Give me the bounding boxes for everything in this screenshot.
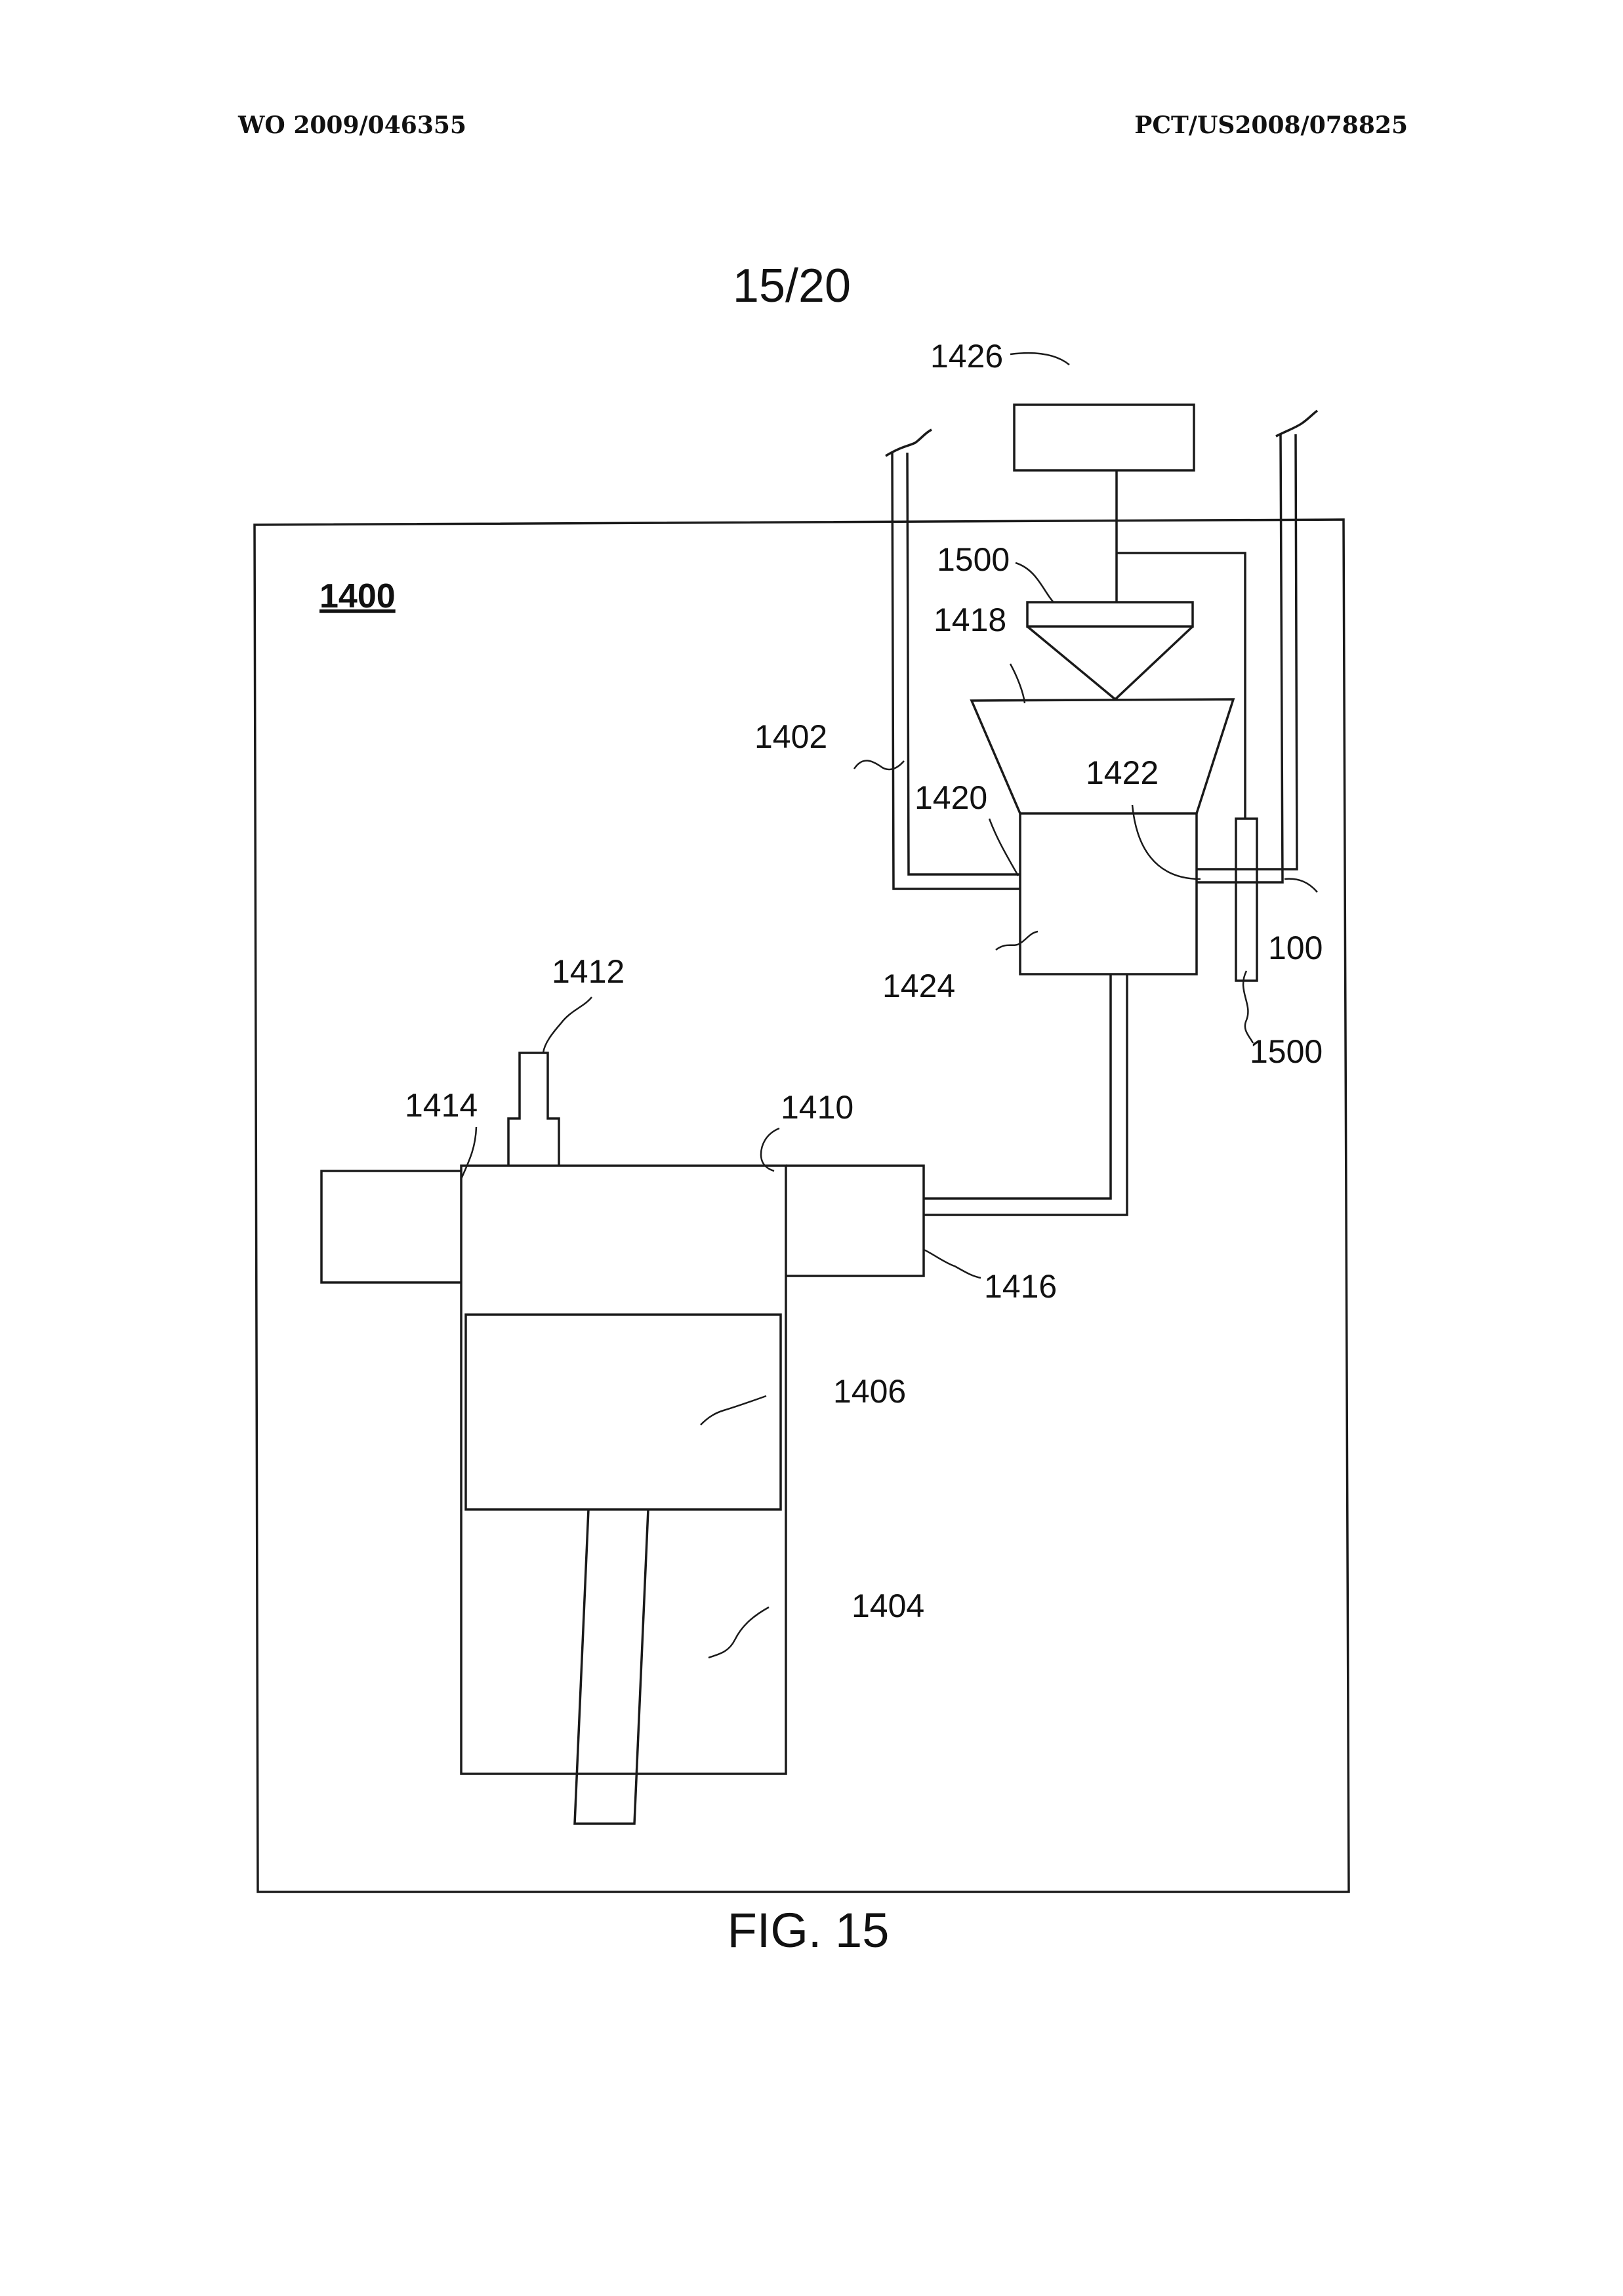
conduit-chamber-to-1416-inner [924, 974, 1127, 1215]
cone [1027, 626, 1193, 699]
break-mark-left [886, 430, 932, 456]
figure-caption: FIG. 15 [0, 1902, 1623, 1958]
label-1402: 1402 [754, 718, 827, 755]
leader-1500a [1016, 563, 1053, 602]
label-1414: 1414 [405, 1087, 478, 1124]
label-1418: 1418 [934, 602, 1006, 638]
label-1416: 1416 [984, 1268, 1057, 1305]
label-1500-bottom: 1500 [1250, 1033, 1323, 1070]
leader-1416 [924, 1250, 981, 1278]
leader-1426 [1010, 353, 1069, 365]
conduit-chamber-to-1416-outer [924, 974, 1111, 1199]
leader-1404 [709, 1607, 769, 1658]
label-1406: 1406 [833, 1373, 906, 1410]
plate-1500 [1027, 602, 1193, 626]
leader-1414 [461, 1127, 476, 1179]
label-1400: 1400 [319, 577, 396, 615]
label-1500-top: 1500 [937, 541, 1010, 578]
figure-caption-text: FIG. 15 [728, 1903, 890, 1958]
wing-1414 [321, 1171, 461, 1282]
leader-1420 [989, 819, 1018, 876]
component-1426 [1014, 405, 1194, 470]
leader-1406 [701, 1396, 766, 1425]
nozzle-1412 [508, 1053, 559, 1166]
sensor-1500 [1236, 819, 1257, 981]
label-1410: 1410 [781, 1089, 853, 1126]
label-1412: 1412 [552, 953, 625, 990]
label-1424: 1424 [882, 968, 955, 1004]
leader-1422 [1132, 805, 1201, 879]
leader-1402 [854, 760, 904, 769]
label-1422: 1422 [1086, 754, 1159, 791]
block-1406 [466, 1315, 781, 1509]
label-1426: 1426 [930, 338, 1003, 375]
label-100: 100 [1268, 930, 1323, 966]
conduit-right-outer [1197, 434, 1283, 882]
label-1420: 1420 [914, 779, 987, 816]
conduit-1402-outer [892, 453, 1020, 889]
rod [575, 1509, 648, 1824]
leader-100 [1284, 879, 1317, 892]
chamber-1424 [1020, 813, 1197, 974]
leader-1418 [1010, 664, 1025, 703]
break-mark-right [1276, 411, 1317, 436]
body-1404 [461, 1166, 786, 1774]
leader-1424 [996, 932, 1038, 950]
wing-1416 [786, 1166, 924, 1276]
leader-1412 [543, 997, 592, 1053]
label-1404: 1404 [852, 1588, 924, 1624]
